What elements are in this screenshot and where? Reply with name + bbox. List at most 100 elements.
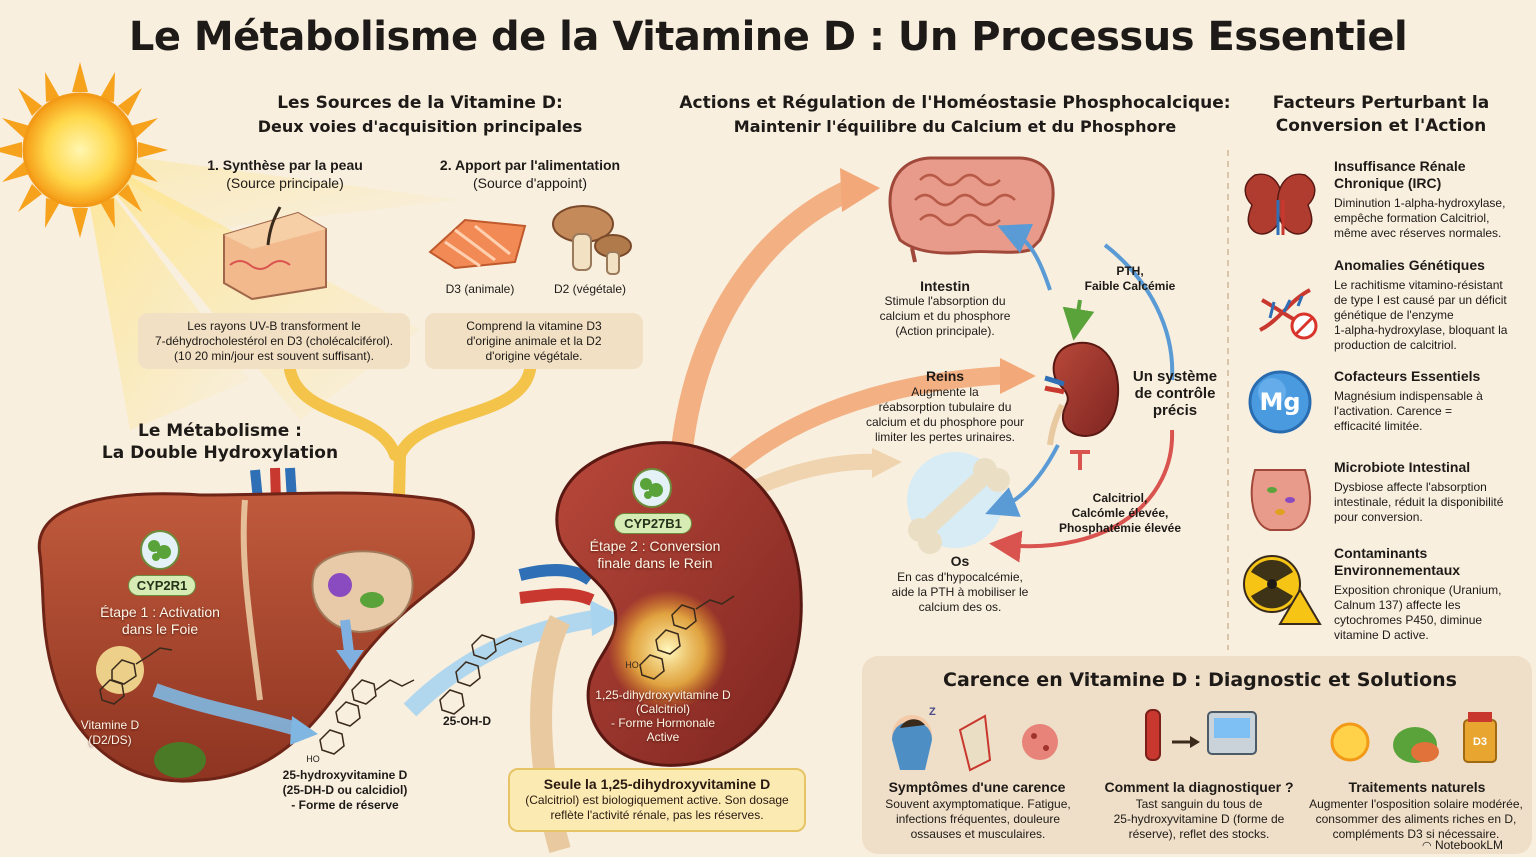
factor-contaminants-text-1: Exposition chronique (Uranium, [1334,583,1502,597]
mushroom-label: D2 (végétale) [553,282,627,296]
factor-genetic-text-3: génétique de l'enzyme [1334,308,1454,322]
feedback-line-2: Calcómle élevée, [1071,506,1169,520]
page-title: Le Métabolisme de la Vitamine D : Un Pro… [128,14,1408,60]
pth-line-1: PTH, [1116,264,1144,278]
sun-icon [0,62,168,238]
molecule-calcidiol [319,679,415,755]
factor-kidney-icon [1244,173,1316,235]
fish-label: D3 (animale) [445,282,515,296]
actions-subheading: Maintenir l'équilibre du Calcium et du P… [733,117,1177,136]
treatment-text: Augmenter l'osposition solaire modérée, … [1302,797,1530,842]
reins-line-4: limiter les pertes urinaires. [874,430,1016,444]
food-note-line-1: Comprend la vitamine D3 [466,319,602,333]
calcidiol-line-2: (25-DH-D ou calcidiol) [282,783,408,797]
bone-line-1: En cas d'hypocalcémie, [897,570,1023,584]
factor-genetic-text-4: 1-alpha-hydroxylase, bloquant la [1334,323,1508,337]
bone-illustration [907,452,1010,554]
bone-line-3: calcium des os. [918,600,1002,614]
factor-irc-title-1: Insuffisance Rénale [1334,158,1466,174]
control-line-2: de contrôle [1134,385,1216,402]
control-line-1: Un système [1132,368,1218,385]
regulation-cycle [985,223,1175,563]
hepatocyte-cell [311,550,414,670]
sleep-z-icon: Z [929,706,936,718]
calcitriol-line-3: - Forme Hormonale [610,716,716,730]
feedback-label: Calcitriol, Calcómle élevée, Phosphatémi… [1050,491,1190,536]
d3-bottle-label: D3 [1472,736,1488,748]
notebooklm-logo-icon: ◠ [1422,840,1432,852]
bone-text: En cas d'hypocalcémie, aide la PTH à mob… [870,570,1050,615]
factor-microbiota-text-1: Dysbiose affecte l'absorption [1334,480,1487,494]
skin-source-subtitle: (Source principale) [226,175,344,191]
feedback-line-1: Calcitriol, [1092,491,1148,505]
calcitriol-note-line-2: reflète l'activité rénale, pas les réser… [550,808,764,822]
center-kidney-illustration [1044,342,1120,446]
pth-line-2: Faible Calcémie [1084,279,1176,293]
calcitriol-label: 1,25-dihydroxyvitamine D (Calcitriol) - … [570,688,756,744]
factor-contaminants-text-2: Calnum 137) affecte les [1334,598,1461,612]
factor-genetic-title: Anomalies Génétiques [1334,257,1485,273]
calcitriol-ho: HO [625,660,639,670]
diagnosis-line-2: 25-hydroxyvitamine D (forme de [1113,812,1285,826]
kidney-step-2: finale dans le Rein [597,555,713,571]
factor-irc-title-2: Chronique (IRC) [1334,175,1442,191]
25-oh-d-label: 25-OH-D [442,714,491,728]
symptoms-text: Souvent axymptomatique. Fatigue, infecti… [868,797,1088,842]
skin-source-title: 1. Synthèse par la peau [207,157,363,173]
notebooklm-brand-text: NotebookLM [1434,838,1503,852]
sources-subheading: Deux voies d'acquisition principales [257,117,583,136]
factor-dna-icon [1259,288,1318,340]
kidney-enzyme-icon [632,468,672,508]
reins-title: Reins [925,368,965,384]
factor-item-irc: Insuffisance Rénale Chronique (IRC) Dimi… [1334,158,1530,241]
feedback-line-3: Phosphatémie élevée [1058,521,1182,535]
symptoms-line-3: ossauses et musculaires. [910,827,1046,841]
skin-note-line-3: (10 20 min/jour est souvent suffisant). [174,349,374,363]
intestine-line-1: Stimule l'absorption du [884,294,1006,308]
treatment-line-2: consommer des aliments riches en D, [1315,812,1517,826]
actions-heading: Actions et Régulation de l'Homéostasie P… [679,93,1231,113]
calcitriol-line-2: (Calcitriol) [636,702,690,716]
factor-genetic-text-1: Le rachitisme vitamino-résistant [1334,278,1503,292]
diagnosis-icons [1145,709,1257,761]
bone-line-2: aide la PTH à mobiliser le [891,585,1029,599]
control-line-3: précis [1152,402,1198,419]
reins-line-2: réabsorption tubulaire du [878,400,1012,414]
factor-item-microbiota: Microbiote Intestinal Dysbiose affecte l… [1334,459,1530,525]
food-note-line-2: d'origine animale et la D2 [466,334,602,348]
control-system-label: Un système de contrôle précis [1120,368,1230,419]
intestine-line-3: (Action principale). [895,324,995,338]
symptoms-line-1: Souvent axymptomatique. Fatigue, [885,797,1071,811]
factor-cofactor-text-2: l'activation. Carence = [1334,404,1453,418]
diagnosis-line-3: réserve), reflet des stocks. [1128,827,1270,841]
intestine-title: Intestin [920,278,970,294]
factor-contaminants-text-4: vitamine D active. [1334,628,1429,642]
factor-intestine-icon [1250,469,1311,531]
factor-contaminants-text-3: cytochromes P450, diminue [1334,613,1483,627]
deficiency-panel-bg [862,656,1532,854]
sources-heading: Les Sources de la Vitamine D: [277,93,563,113]
molecule-calcitriol [639,595,735,680]
calcidiol-line-3: - Forme de réserve [291,798,399,812]
factors-heading-2: Conversion et l'Action [1275,116,1487,136]
intestine-line-2: calcium et du phosphore [879,309,1011,323]
calcidiol-ho: HO [306,754,320,764]
deficiency-heading: Carence en Vitamine D : Diagnostic et So… [943,669,1457,691]
factors-heading-1: Facteurs Perturbant la [1272,93,1490,113]
treatment-icons [1330,712,1497,763]
metabolism-heading-2: La Double Hydroxylation [101,443,339,463]
calcitriol-note-title: Seule la 1,25-dihydroxyvitamine D [543,776,771,792]
reins-text: Augmente la réabsorption tubulaire du ca… [850,385,1040,445]
reins-line-3: calcium et du phosphore pour [865,415,1025,429]
vitamin-d-label-2: (D2/DS) [88,733,132,747]
skin-section-icon [218,205,330,301]
factor-item-genetic: Anomalies Génétiques Le rachitisme vitam… [1334,257,1530,353]
diagnosis-text: Tast sanguin du tous de 25-hydroxyvitami… [1092,797,1306,842]
treatment-title: Traitements naturels [1348,779,1486,795]
factor-cofactor-text-1: Magnésium indispensable à [1334,389,1483,403]
symptom-icons [892,714,1058,772]
factor-genetic-text-5: production de calcitriol. [1334,338,1457,352]
treatment-line-1: Augmenter l'osposition solaire modérée, [1309,797,1523,811]
food-source-note: Comprend la vitamine D3 d'origine animal… [425,313,643,369]
factor-irc-text-1: Diminution 1-alpha-hydroxylase, [1334,196,1506,210]
